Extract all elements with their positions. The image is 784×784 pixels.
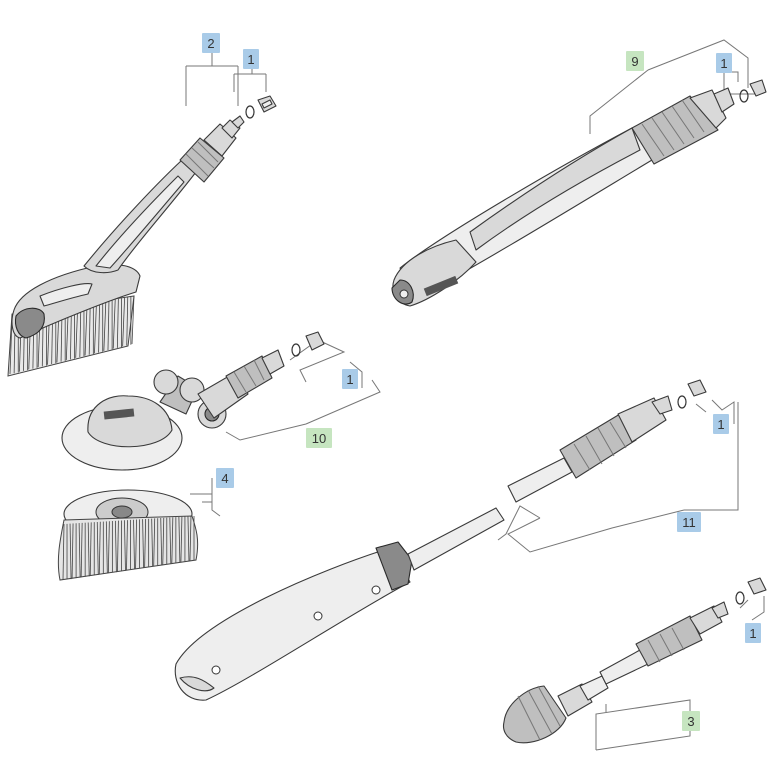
- bristle: [187, 516, 190, 561]
- brush-coupling: [179, 137, 225, 183]
- bristle: [88, 303, 91, 355]
- callout-2[interactable]: 2: [202, 33, 220, 53]
- nozzle-icon: [305, 331, 325, 351]
- washing-brush[interactable]: [7, 95, 277, 377]
- callout-1[interactable]: 1: [713, 414, 729, 434]
- rotary-head: [87, 395, 173, 448]
- telescopic-lance[interactable]: [174, 379, 707, 701]
- o-ring-icon: [735, 591, 745, 605]
- o-ring-icon: [677, 395, 687, 409]
- bristle: [84, 304, 88, 356]
- callout-1[interactable]: 1: [716, 53, 732, 73]
- bristle: [171, 517, 174, 564]
- lance-logo-icon: [423, 275, 459, 297]
- nozzle-icon: [687, 379, 707, 397]
- bristle: [142, 519, 145, 568]
- bristle: [89, 522, 92, 576]
- bristle: [103, 301, 107, 351]
- blaster-nozzle: [502, 685, 567, 744]
- bristle: [107, 521, 110, 574]
- callout-1[interactable]: 1: [745, 623, 761, 643]
- bristle: [80, 522, 83, 578]
- leader-lines: [185, 39, 765, 751]
- callout-10[interactable]: 10: [306, 428, 332, 448]
- lance-grip: [631, 95, 719, 165]
- bristle: [98, 302, 100, 353]
- callout-3[interactable]: 3: [682, 711, 700, 731]
- bristle: [133, 519, 135, 570]
- bristle: [112, 299, 116, 349]
- bristle: [122, 297, 126, 347]
- bristle: [94, 302, 97, 354]
- nozzle-icon: [749, 79, 767, 97]
- callout-4[interactable]: 4: [216, 468, 234, 488]
- bristle: [124, 520, 126, 571]
- bristle: [169, 517, 172, 564]
- nozzle-icon: [747, 577, 767, 595]
- bristle: [69, 523, 72, 580]
- bristle: [117, 520, 119, 572]
- bristle: [135, 519, 137, 569]
- rotary-wash-brush[interactable]: [57, 331, 325, 581]
- bristle: [9, 317, 13, 375]
- bristle: [98, 521, 101, 575]
- bristle: [107, 300, 110, 351]
- o-ring-icon: [245, 105, 255, 119]
- rotary-logo-icon: [103, 408, 135, 420]
- bristle: [126, 297, 129, 346]
- bristle: [114, 520, 117, 573]
- bristle: [116, 298, 119, 348]
- callout-1[interactable]: 1: [243, 49, 259, 69]
- bristle: [144, 518, 147, 568]
- bristle: [162, 517, 165, 565]
- bristle: [160, 518, 163, 566]
- bristle: [180, 516, 183, 562]
- callout-11[interactable]: 11: [677, 512, 701, 532]
- bristle: [96, 521, 99, 575]
- bristle: [189, 516, 192, 561]
- callout-9[interactable]: 9: [626, 51, 644, 71]
- bristle: [126, 520, 128, 571]
- bristle: [79, 305, 82, 358]
- o-ring-icon: [291, 343, 301, 357]
- bristle: [178, 516, 181, 563]
- bristle: [153, 518, 156, 567]
- rotary-brush-insert: [57, 489, 199, 581]
- bristle: [62, 523, 65, 581]
- bristle: [105, 521, 108, 574]
- bristle: [151, 518, 154, 567]
- bristle: [87, 522, 90, 577]
- dirt-blaster[interactable]: [502, 577, 767, 744]
- spray-lance[interactable]: [391, 79, 767, 307]
- lance-handle: [174, 547, 411, 701]
- bristle: [75, 306, 79, 358]
- callout-1[interactable]: 1: [342, 369, 358, 389]
- bristle: [131, 295, 135, 345]
- bristle: [71, 523, 74, 579]
- bristle: [78, 523, 81, 578]
- o-ring-icon: [739, 89, 749, 103]
